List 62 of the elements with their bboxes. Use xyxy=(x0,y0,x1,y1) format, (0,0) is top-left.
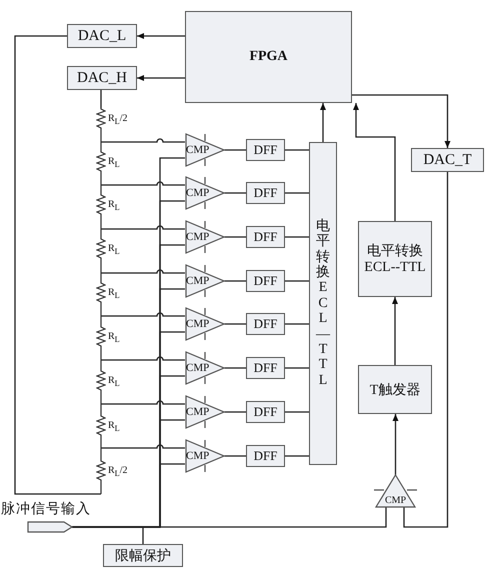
connector-line xyxy=(285,411,309,413)
connector-line xyxy=(403,172,448,528)
comparator-triangle: CMP xyxy=(374,474,417,508)
arrow xyxy=(320,103,326,142)
connector-line xyxy=(72,526,144,544)
limiter-box: 限幅保护 xyxy=(103,544,183,567)
connector-line xyxy=(101,269,185,274)
resistor-label: R$_{L}$ xyxy=(108,331,120,344)
connector-line xyxy=(224,149,246,151)
dac-box: DAC_L xyxy=(67,24,137,48)
fpga-box: FPGA xyxy=(185,11,352,103)
resistor-label: R$_{L}$/2 xyxy=(108,113,128,126)
connector-line xyxy=(224,192,246,194)
connector-line xyxy=(285,455,309,457)
arrow xyxy=(137,75,185,81)
connector-line xyxy=(101,400,185,405)
connector-line xyxy=(285,280,309,282)
resistor-label: R$_{L}$/2 xyxy=(108,465,128,478)
arrow xyxy=(352,94,450,148)
resistor-label: R$_{L}$ xyxy=(108,420,120,433)
connector-line xyxy=(224,323,246,325)
connector-line xyxy=(101,225,185,230)
connector-line xyxy=(224,367,246,369)
connector-line xyxy=(224,236,246,238)
flip-flop-box: DFF xyxy=(246,226,285,248)
flip-flop-box: DFF xyxy=(246,401,285,423)
arrow xyxy=(137,33,185,39)
connector-line xyxy=(224,455,246,457)
flip-flop-box: DFF xyxy=(246,270,285,292)
resistor-label: R$_{L}$ xyxy=(108,243,120,256)
arrow xyxy=(392,414,398,475)
connector-line xyxy=(285,367,309,369)
flip-flop-box: DFF xyxy=(246,357,285,379)
level-shifter-box: 电平转换ECL--TTL xyxy=(358,221,432,297)
connector-line xyxy=(285,192,309,194)
connector-line xyxy=(224,411,246,413)
dac-box: DAC_H xyxy=(67,66,137,90)
connector-line xyxy=(100,90,102,108)
flip-flop-box: DFF xyxy=(246,445,285,467)
connector-line xyxy=(224,280,246,282)
arrow xyxy=(353,103,396,221)
connector-line xyxy=(285,149,309,151)
flip-flop-box: DFF xyxy=(246,182,285,204)
trigger-box: T触发器 xyxy=(358,365,432,414)
resistor-label: R$_{L}$ xyxy=(108,156,120,169)
resistor-label: R$_{L}$ xyxy=(108,375,120,388)
connector-line xyxy=(285,236,309,238)
input-port: 脉冲信号输入 xyxy=(0,502,100,534)
resistor-label: R$_{L}$ xyxy=(108,287,120,300)
arrow xyxy=(392,297,398,365)
dac-box: DAC_T xyxy=(411,148,484,172)
flip-flop-box: DFF xyxy=(246,139,285,161)
level-shifter-box: 电平转换ECL—TTL xyxy=(309,142,337,465)
connector-line xyxy=(101,356,185,361)
flip-flop-box: DFF xyxy=(246,313,285,335)
resistor-label: R$_{L}$ xyxy=(108,199,120,212)
connector-line xyxy=(285,323,309,325)
connector-line xyxy=(14,35,101,495)
connector-line xyxy=(101,312,185,317)
connector-line xyxy=(101,181,185,186)
connector-line xyxy=(101,138,185,143)
connector-line xyxy=(101,444,185,449)
